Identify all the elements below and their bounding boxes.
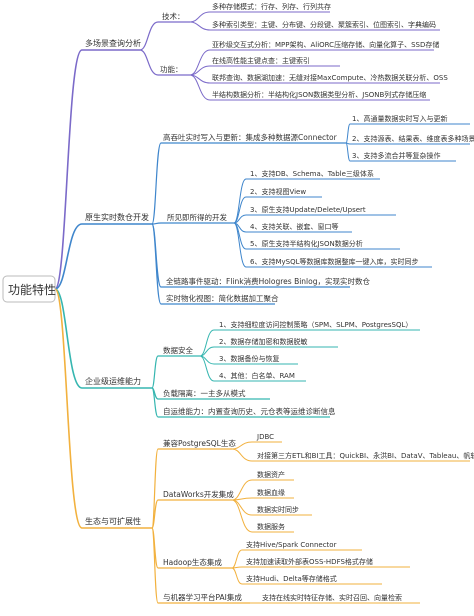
- connector-line: [54, 288, 83, 389]
- analysis-feature-item[interactable]: 亚秒级交互式分析：MPP架构、AliORC压缩存储、向量化算子、SSD存储: [212, 40, 439, 49]
- analysis-tech-item[interactable]: 多种索引类型：主键、分布键、分段键、聚簇索引、位图索引、字典编码: [212, 20, 436, 29]
- analysis-feature-item[interactable]: 半结构数据分析：半结构化JSON数据类型分析、JSONB列式存储压缩: [212, 90, 426, 99]
- analysis-tech-node[interactable]: 技术：: [162, 11, 185, 21]
- analysis-tech-item[interactable]: 多种存储模式：行存、列存、行列共存: [212, 2, 331, 11]
- realtime-mv-node[interactable]: 实时物化视图：简化数据加工聚合: [166, 293, 279, 303]
- eco-hadoop-node[interactable]: Hadoop生态集成: [163, 557, 222, 567]
- connector-line: [151, 499, 159, 529]
- connector-line: [189, 21, 211, 31]
- branch-ops[interactable]: 企业级运维能力: [85, 376, 141, 386]
- connector-line: [233, 196, 247, 224]
- connector-line: [151, 223, 162, 305]
- analysis-feature-item[interactable]: 在线高性能主键点查：主键索引: [212, 56, 310, 65]
- ops-security-node[interactable]: 数据安全: [163, 345, 193, 355]
- realtime-wysiwyg-item[interactable]: 3、原生支持Update/Delete/Upsert: [250, 205, 366, 214]
- eco-pai-node[interactable]: 与机器学习平台PAI集成: [163, 592, 242, 602]
- realtime-write-item[interactable]: 3、支持多流合并等复杂操作: [352, 151, 440, 160]
- connector-line: [231, 499, 253, 533]
- connector-line: [139, 21, 159, 51]
- realtime-wysiwyg-item[interactable]: 5、原生支持半结构化JSON数据分析: [250, 239, 363, 248]
- eco-postgres-item[interactable]: 对接第三方ETL和BI工具：QuickBI、永洪BI、DataV、Tableau…: [257, 451, 474, 460]
- eco-dataworks-item[interactable]: 数据实时同步: [257, 505, 299, 514]
- ops-security-item[interactable]: 4、其他：白名单、RAM: [219, 371, 295, 380]
- ops-isolation-node[interactable]: 负载隔离：一主多从模式: [163, 388, 246, 398]
- connector-lines: [54, 11, 470, 604]
- connector-line: [345, 142, 351, 162]
- connector-line: [231, 567, 243, 585]
- connector-line: [151, 387, 159, 418]
- branch-analysis[interactable]: 多场景查询分析: [85, 38, 141, 48]
- connector-line: [199, 329, 215, 357]
- eco-pai-detail[interactable]: 支持在线实时特征存储、实时召回、向量检索: [262, 593, 402, 602]
- eco-dataworks-item[interactable]: 数据服务: [257, 522, 285, 531]
- branch-eco[interactable]: 生态与可扩展性: [85, 516, 141, 526]
- connector-line: [231, 479, 253, 501]
- connector-line: [139, 49, 159, 76]
- connector-line: [54, 49, 83, 290]
- analysis-features-node[interactable]: 功能：: [160, 64, 183, 74]
- connector-line: [54, 223, 83, 290]
- eco-hadoop-item[interactable]: 支持Hudi、Delta等存储格式: [246, 574, 337, 583]
- realtime-wysiwyg-item[interactable]: 4、支持关联、嵌套、窗口等: [250, 222, 338, 231]
- connector-line: [231, 448, 253, 462]
- realtime-wysiwyg-item[interactable]: 1、支持DB、Schema、Table三级体系: [250, 169, 374, 178]
- connector-line: [231, 549, 243, 569]
- eco-hadoop-item[interactable]: 支持Hive/Spark Connector: [246, 540, 337, 549]
- ops-selfops-node[interactable]: 自运维能力：内置查询历史、元仓表等运维诊断信息: [163, 406, 336, 416]
- realtime-wysiwyg-item[interactable]: 6、支持MySQL等数据库数据整库一键入库，实时同步: [250, 257, 419, 266]
- connector-line: [54, 288, 83, 529]
- connector-line: [189, 49, 211, 76]
- connector-line: [151, 355, 159, 389]
- eco-hadoop-item[interactable]: 支持加速读取外部表OSS-HDFS格式存储: [246, 557, 373, 566]
- connector-line: [231, 499, 253, 516]
- connector-line: [345, 123, 351, 144]
- ops-security-item[interactable]: 3、数据备份与恢复: [219, 354, 279, 363]
- realtime-event-node[interactable]: 全链路事件驱动：Flink消费Hologres Binlog，实现实时数仓: [166, 276, 370, 286]
- realtime-wysiwyg-node[interactable]: 所见即所得的开发: [167, 212, 227, 222]
- connector-line: [233, 178, 247, 224]
- root-node-box: [2, 275, 56, 303]
- eco-dataworks-node[interactable]: DataWorks开发集成: [163, 489, 234, 499]
- connector-line: [233, 222, 247, 268]
- connector-line: [189, 11, 211, 23]
- analysis-feature-item[interactable]: 联邦查询、数据湖加速：无缝对接MaxCompute、冷热数据关联分析、OSS: [212, 73, 448, 82]
- eco-postgres-item[interactable]: JDBC: [256, 433, 274, 441]
- root-node[interactable]: 功能特性: [8, 282, 56, 297]
- connector-line: [151, 142, 162, 225]
- eco-postgres-node[interactable]: 兼容PostgreSQL生态: [163, 438, 236, 448]
- realtime-wysiwyg-item[interactable]: 2、支持视图View: [250, 187, 306, 196]
- realtime-write-node[interactable]: 高吞吐实时写入与更新：集成多种数据源Connector: [163, 132, 338, 142]
- eco-dataworks-item[interactable]: 数据资产: [257, 470, 285, 479]
- branch-realtime[interactable]: 原生实时数仓开发: [85, 212, 149, 222]
- connector-line: [199, 355, 215, 382]
- connector-line: [151, 222, 162, 225]
- connector-line: [189, 74, 211, 101]
- connector-line: [151, 527, 159, 604]
- realtime-write-item[interactable]: 1、高通量数据实时写入与更新: [352, 114, 447, 123]
- realtime-write-item[interactable]: 2、支持源表、结果表、维度表多种场景: [352, 134, 474, 143]
- eco-dataworks-item[interactable]: 数据血缘: [257, 488, 285, 497]
- ops-security-item[interactable]: 1、支持细粒度访问控制策略（SPM、SLPM、PostgresSQL）: [219, 320, 412, 329]
- ops-security-item[interactable]: 2、数据存储加密和数据脱敏: [219, 337, 307, 346]
